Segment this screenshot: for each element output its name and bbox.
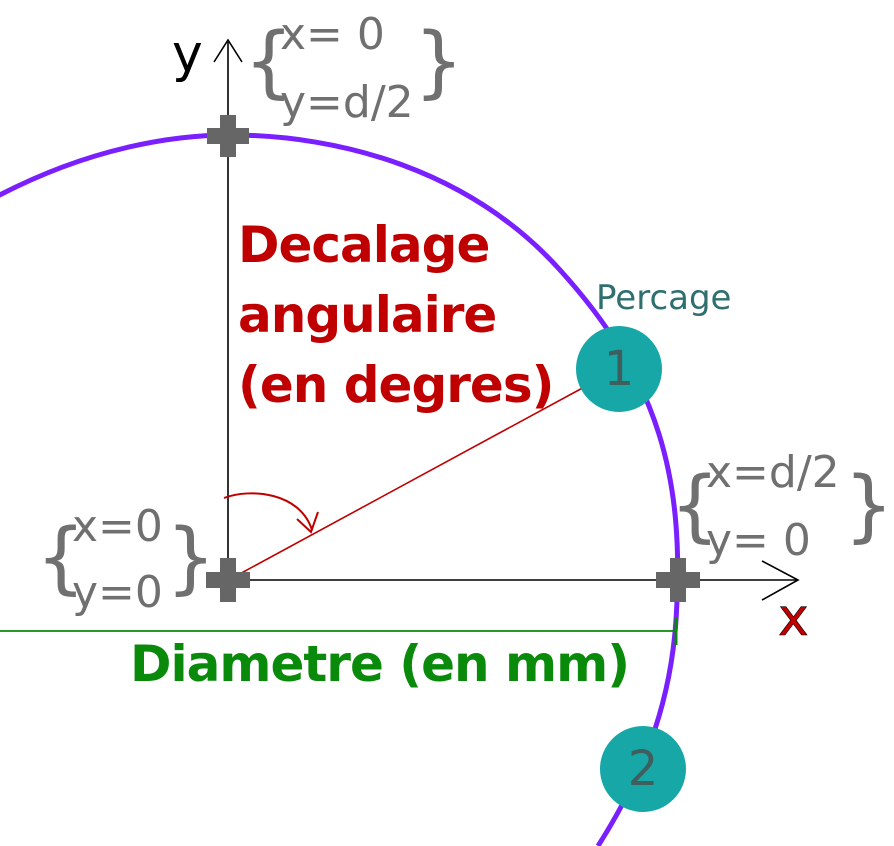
- y-axis-label: y: [172, 24, 203, 84]
- right-x-value: x=d/2: [706, 447, 840, 498]
- right-open-brace: {: [670, 461, 720, 551]
- angle-label-line2: angulaire: [238, 286, 497, 344]
- marker-origin: [206, 558, 250, 602]
- bolt-circle: [0, 132, 681, 846]
- origin-y-value: y=0: [72, 567, 163, 618]
- origin-open-brace: {: [36, 513, 86, 603]
- y-axis-arrowhead: [213, 38, 243, 63]
- top-close-brace: }: [414, 17, 464, 107]
- angle-arc-arrowhead: [296, 511, 319, 534]
- marker-top: [207, 115, 249, 157]
- origin-x-value: x=0: [72, 501, 163, 552]
- angle-line: [233, 384, 589, 578]
- origin-close-brace: }: [166, 513, 216, 603]
- hole-2-marker: 2: [600, 726, 686, 812]
- x-axis-label: x: [778, 588, 809, 648]
- diameter-label: Diametre (en mm): [130, 635, 630, 693]
- right-close-brace: }: [844, 461, 894, 551]
- marker-right: [656, 558, 700, 602]
- top-y-value: y=d/2: [280, 77, 414, 128]
- angle-label-line1: Decalage: [238, 216, 490, 274]
- percage-label: Percage: [596, 278, 732, 318]
- angle-label-line3: (en degres): [238, 356, 554, 414]
- hole-1-marker: 1: [576, 326, 662, 412]
- top-open-brace: {: [244, 17, 294, 107]
- x-axis-arrowhead: [761, 560, 800, 601]
- right-y-value: y= 0: [706, 515, 811, 566]
- angle-arc: [223, 492, 313, 531]
- top-x-value: x= 0: [280, 9, 385, 60]
